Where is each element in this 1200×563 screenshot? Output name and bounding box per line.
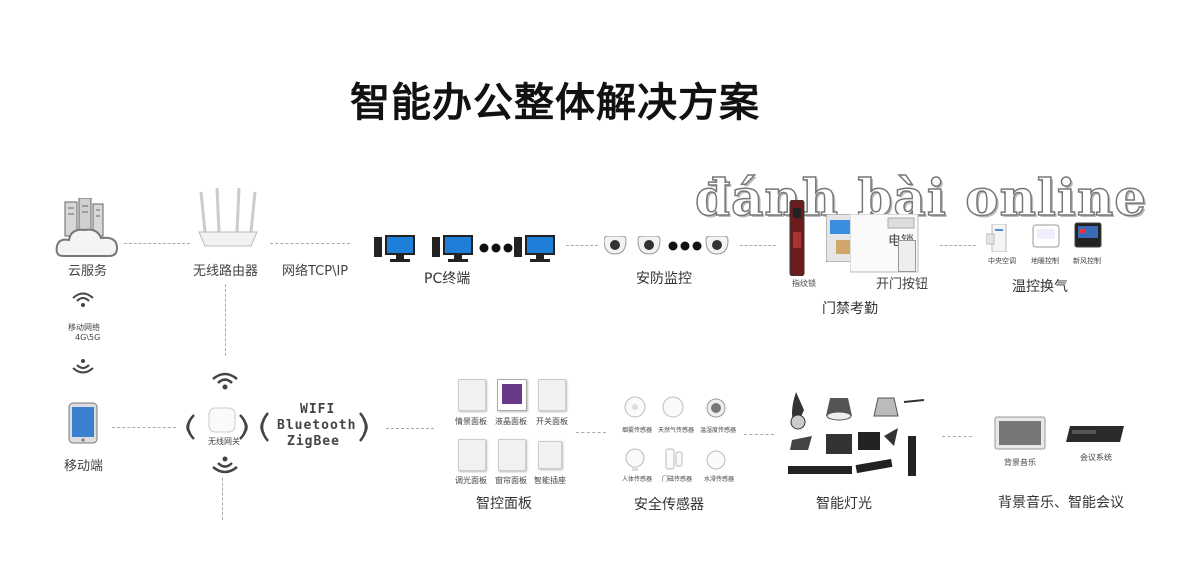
- smart-panels-label: 智控面板: [476, 496, 532, 512]
- lighting-fixtures-icon: [786, 388, 928, 488]
- lcd-panel-icon: [497, 379, 527, 411]
- motion-sensor-icon: [624, 448, 646, 476]
- connector-line: [112, 427, 176, 428]
- smart-socket-icon: [538, 441, 562, 469]
- sensor-item-label: 温湿度传感器: [700, 427, 737, 434]
- gateway-label: 无线网关: [208, 437, 240, 446]
- smoke-sensor-icon: [624, 396, 646, 422]
- connector-line: [740, 245, 776, 246]
- switch-panel-icon: [538, 379, 566, 411]
- panel-item-label: 调光面板: [455, 476, 487, 485]
- connector-line: [744, 434, 774, 435]
- bg-music-label: 背景音乐: [1004, 458, 1036, 467]
- conference-system-icon: [1064, 424, 1126, 448]
- temp-humidity-sensor-icon: [706, 398, 726, 422]
- cloud-label: 云服务: [68, 264, 108, 279]
- lighting-label: 智能灯光: [816, 496, 872, 512]
- connector-line: [124, 243, 190, 244]
- tcpip-label: 网络TCP\IP: [282, 264, 349, 279]
- floor-heating-icon: [1032, 224, 1060, 248]
- pc-terminal-icons: [374, 233, 570, 267]
- open-button-icon: [898, 240, 916, 272]
- signal-left-icon: [180, 414, 196, 444]
- wireless-gateway-icon: [208, 407, 236, 437]
- mobile-label: 移动端: [64, 459, 104, 474]
- signal-right-icon: [238, 414, 254, 444]
- protocol-label: Bluetooth: [277, 418, 357, 433]
- mobile-network-label: 移动网络: [68, 323, 100, 332]
- fresh-air-icon: [1074, 222, 1102, 252]
- pc-label: PC终端: [424, 271, 471, 287]
- mobile-phone-icon: [68, 402, 98, 448]
- connector-line: [942, 436, 972, 437]
- wifi-icon: [212, 372, 238, 394]
- cloud-server-icon: [55, 197, 121, 264]
- sensor-item-label: 烟雾传感器: [622, 427, 653, 434]
- fingerprint-lock-icon: [788, 199, 808, 280]
- sensor-item-label: 门磁传感器: [662, 476, 693, 483]
- scene-panel-icon: [458, 379, 486, 411]
- music-conference-label: 背景音乐、智能会议: [998, 495, 1124, 511]
- panel-item-label: 窗帘面板: [495, 476, 527, 485]
- water-sensor-icon: [706, 450, 726, 474]
- security-camera-icons: [603, 235, 734, 262]
- sensor-item-label: 人体传感器: [622, 476, 653, 483]
- door-sensor-icon: [664, 448, 684, 474]
- dimmer-panel-icon: [458, 439, 486, 471]
- protocol-label: WIFI: [300, 402, 336, 417]
- climate-item-label: 地暖控制: [1031, 257, 1059, 265]
- fingerprint-lock-label: 指纹锁: [792, 279, 816, 288]
- background-music-panel-icon: [994, 416, 1046, 454]
- open-button-label: 开门按钮: [876, 277, 929, 292]
- connector-line: [225, 284, 226, 356]
- panel-item-label: 开关面板: [536, 417, 568, 426]
- panel-item-label: 液晶面板: [495, 417, 527, 426]
- access-control-label: 门禁考勤: [822, 301, 878, 317]
- conference-label: 会议系统: [1080, 453, 1112, 462]
- sensors-label: 安全传感器: [634, 497, 704, 513]
- signal-left-icon: [254, 412, 270, 446]
- security-label: 安防监控: [636, 271, 692, 287]
- climate-item-label: 中央空调: [988, 257, 1016, 265]
- curtain-panel-icon: [498, 439, 526, 471]
- wifi-icon: [72, 358, 94, 378]
- router-icon: [195, 187, 261, 256]
- mobile-network-generations: 4G\5G: [75, 333, 101, 342]
- connector-line: [386, 428, 434, 429]
- connector-line: [222, 478, 223, 520]
- connector-line: [940, 245, 976, 246]
- sensor-item-label: 水浸传感器: [704, 476, 735, 483]
- sensor-item-label: 天然气传感器: [658, 427, 695, 434]
- router-label: 无线路由器: [193, 264, 259, 279]
- central-ac-icon: [985, 223, 1016, 256]
- panel-item-label: 情景面板: [455, 417, 487, 426]
- protocol-label: ZigBee: [287, 434, 340, 449]
- watermark: đánh bài online: [694, 167, 1148, 228]
- wifi-icon: [72, 292, 94, 312]
- connector-line: [566, 245, 598, 246]
- page-title: 智能办公整体解决方案: [350, 80, 760, 126]
- connector-line: [576, 432, 606, 433]
- gas-sensor-icon: [662, 396, 684, 422]
- connector-line: [270, 243, 350, 244]
- climate-label: 温控换气: [1012, 279, 1068, 295]
- climate-item-label: 新风控制: [1073, 257, 1101, 265]
- wifi-icon: [212, 456, 238, 478]
- panel-item-label: 智能插座: [534, 476, 566, 485]
- signal-right-icon: [358, 412, 374, 446]
